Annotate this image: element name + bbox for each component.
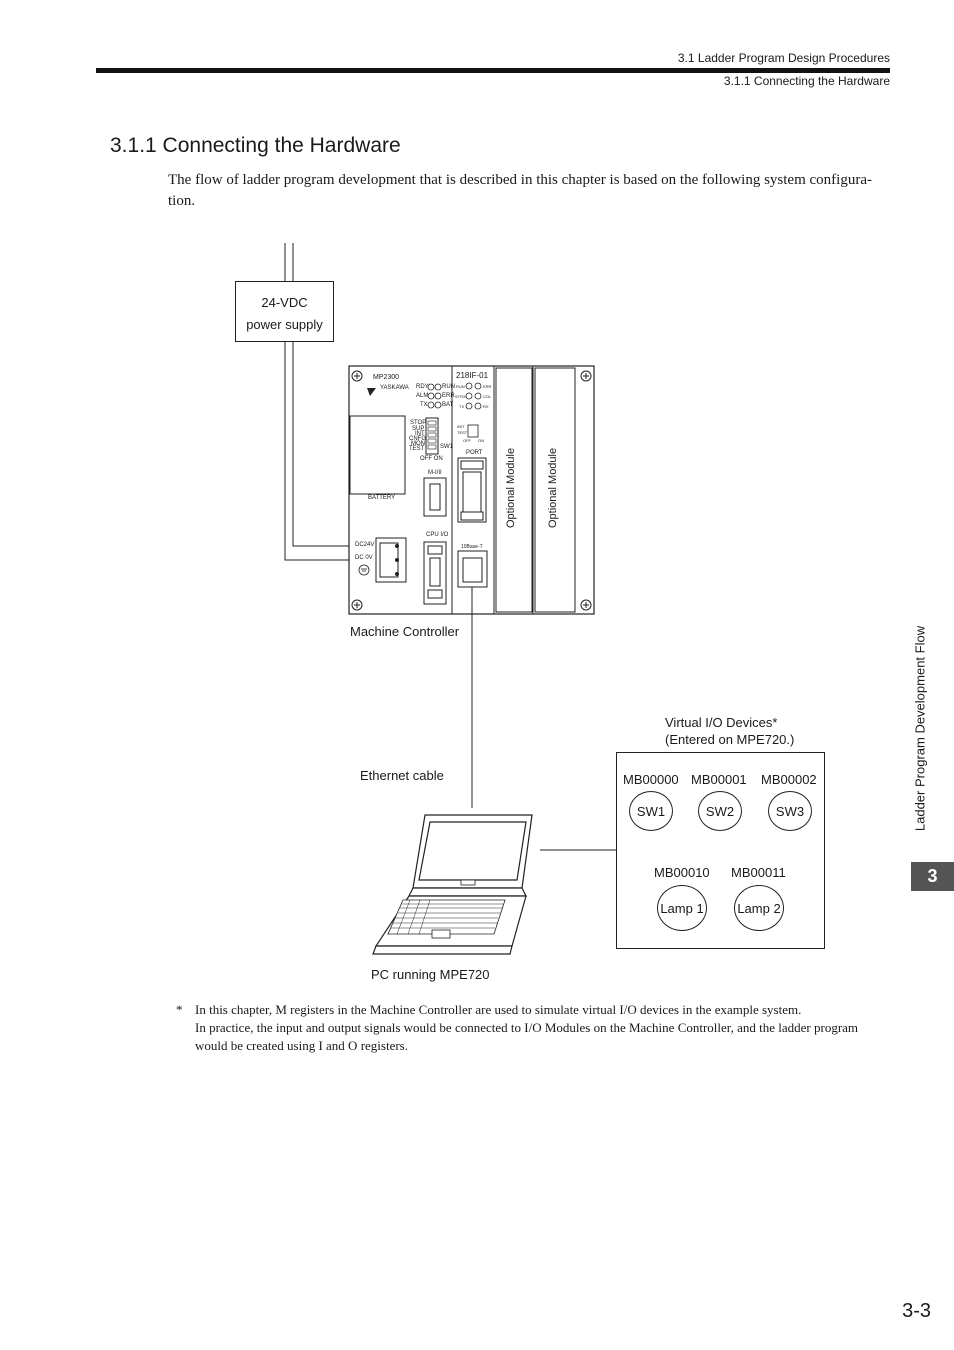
- led-alm: ALM: [416, 393, 429, 399]
- led-tx: TX: [420, 402, 428, 408]
- module-led-run: RUN: [456, 384, 465, 389]
- sw3-switch: SW3: [768, 791, 812, 831]
- sw1-register: MB00000: [623, 772, 679, 787]
- ethernet-cable-label: Ethernet cable: [360, 768, 444, 783]
- controller-model: MP2300: [373, 374, 400, 381]
- led-rdy: RDY: [416, 384, 429, 390]
- lamp2: Lamp 2: [734, 885, 784, 931]
- dip-test: TEST: [409, 446, 425, 452]
- footnote-line1: In this chapter, M registers in the Mach…: [195, 1002, 802, 1017]
- port-label: PORT: [466, 450, 483, 456]
- lamp1-register: MB00010: [654, 865, 710, 880]
- sw2-register: MB00001: [691, 772, 747, 787]
- header-rule: [96, 68, 890, 73]
- module-name: 218IF-01: [456, 371, 489, 380]
- dip-cnfg: CNFG: [409, 436, 426, 442]
- machine-controller-drawing: [348, 365, 595, 615]
- led-err: ERR: [442, 393, 455, 399]
- chapter-title: Ladder Program Development Flow: [912, 625, 928, 832]
- header-section: 3.1 Ladder Program Design Procedures: [677, 51, 890, 65]
- chapter-tab: 3: [911, 862, 954, 891]
- dc0v-label: DC 0V: [355, 555, 373, 561]
- optional-module-2: Optional Module: [547, 447, 559, 528]
- dip-sw1: SW1: [440, 444, 454, 450]
- optional-module-1: Optional Module: [505, 447, 517, 528]
- module-led-col: COL: [483, 394, 492, 399]
- dip-off-on: OFF ON: [420, 456, 443, 462]
- mio-label: M-I/II: [428, 470, 442, 476]
- chapter-sidebar: Ladder Program Development Flow: [905, 606, 935, 864]
- page-number: 3-3: [902, 1300, 931, 1322]
- battery-label: BATTERY: [368, 495, 396, 501]
- led-bat: BAT: [442, 402, 454, 408]
- sw2-label: SW2: [705, 803, 735, 819]
- module-switch-off: OFF: [463, 438, 471, 443]
- module-led-tx: TX: [459, 404, 465, 409]
- ethernet-port-label: 10Base-T: [461, 544, 483, 550]
- machine-controller-label: Machine Controller: [350, 624, 460, 639]
- module-switch-on: ON: [478, 438, 484, 443]
- laptop-drawing: [372, 814, 533, 955]
- led-run: RUN: [442, 384, 455, 390]
- footnote: * In this chapter, M registers in the Ma…: [176, 1001, 888, 1055]
- lamp2-label: Lamp 2: [737, 900, 781, 916]
- module-led-strx: STRX: [455, 394, 466, 399]
- dip-int: INT: [415, 431, 425, 437]
- module-led-err: ERR: [483, 384, 492, 389]
- virtual-io-subtitle: (Entered on MPE720.): [665, 732, 795, 747]
- lamp2-register: MB00011: [731, 865, 786, 880]
- dip-mon: MON: [411, 441, 425, 447]
- page-title: 3.1.1 Connecting the Hardware: [110, 134, 401, 157]
- virtual-io-title: Virtual I/O Devices*: [665, 715, 778, 730]
- module-switch-init: INIT: [457, 424, 465, 429]
- lamp1-label: Lamp 1: [660, 900, 704, 916]
- cpu-io-label: CPU I/O: [426, 532, 449, 538]
- power-supply-line1: 24-VDC: [261, 295, 308, 310]
- sw1-label: SW1: [636, 803, 666, 819]
- dip-stop: STOP: [410, 420, 427, 426]
- power-supply-line2: power supply: [246, 317, 323, 332]
- sw1-switch: SW1: [629, 791, 673, 831]
- sw2-switch: SW2: [698, 791, 742, 831]
- pc-label: PC running MPE720: [371, 967, 490, 982]
- module-switch-test: TEST: [457, 430, 468, 435]
- controller-brand: YASKAWA: [380, 385, 409, 391]
- dip-sup: SUP: [412, 426, 425, 432]
- module-led-rx: RX: [483, 404, 489, 409]
- header-subsection: 3.1.1 Connecting the Hardware: [723, 74, 890, 88]
- power-supply-box: 24-VDC power supply: [235, 281, 334, 342]
- sw3-register: MB00002: [761, 772, 817, 787]
- footnote-mark: *: [176, 1002, 183, 1017]
- lamp1: Lamp 1: [657, 885, 707, 931]
- intro-paragraph: The flow of ladder program development t…: [168, 172, 872, 209]
- dc24v-label: DC24V: [355, 542, 375, 548]
- virtual-io-box: MB00000 MB00001 MB00002 SW1 SW2 SW3 MB00…: [616, 752, 825, 949]
- footnote-line2: In practice, the input and output signal…: [195, 1020, 859, 1053]
- sw3-label: SW3: [775, 803, 805, 819]
